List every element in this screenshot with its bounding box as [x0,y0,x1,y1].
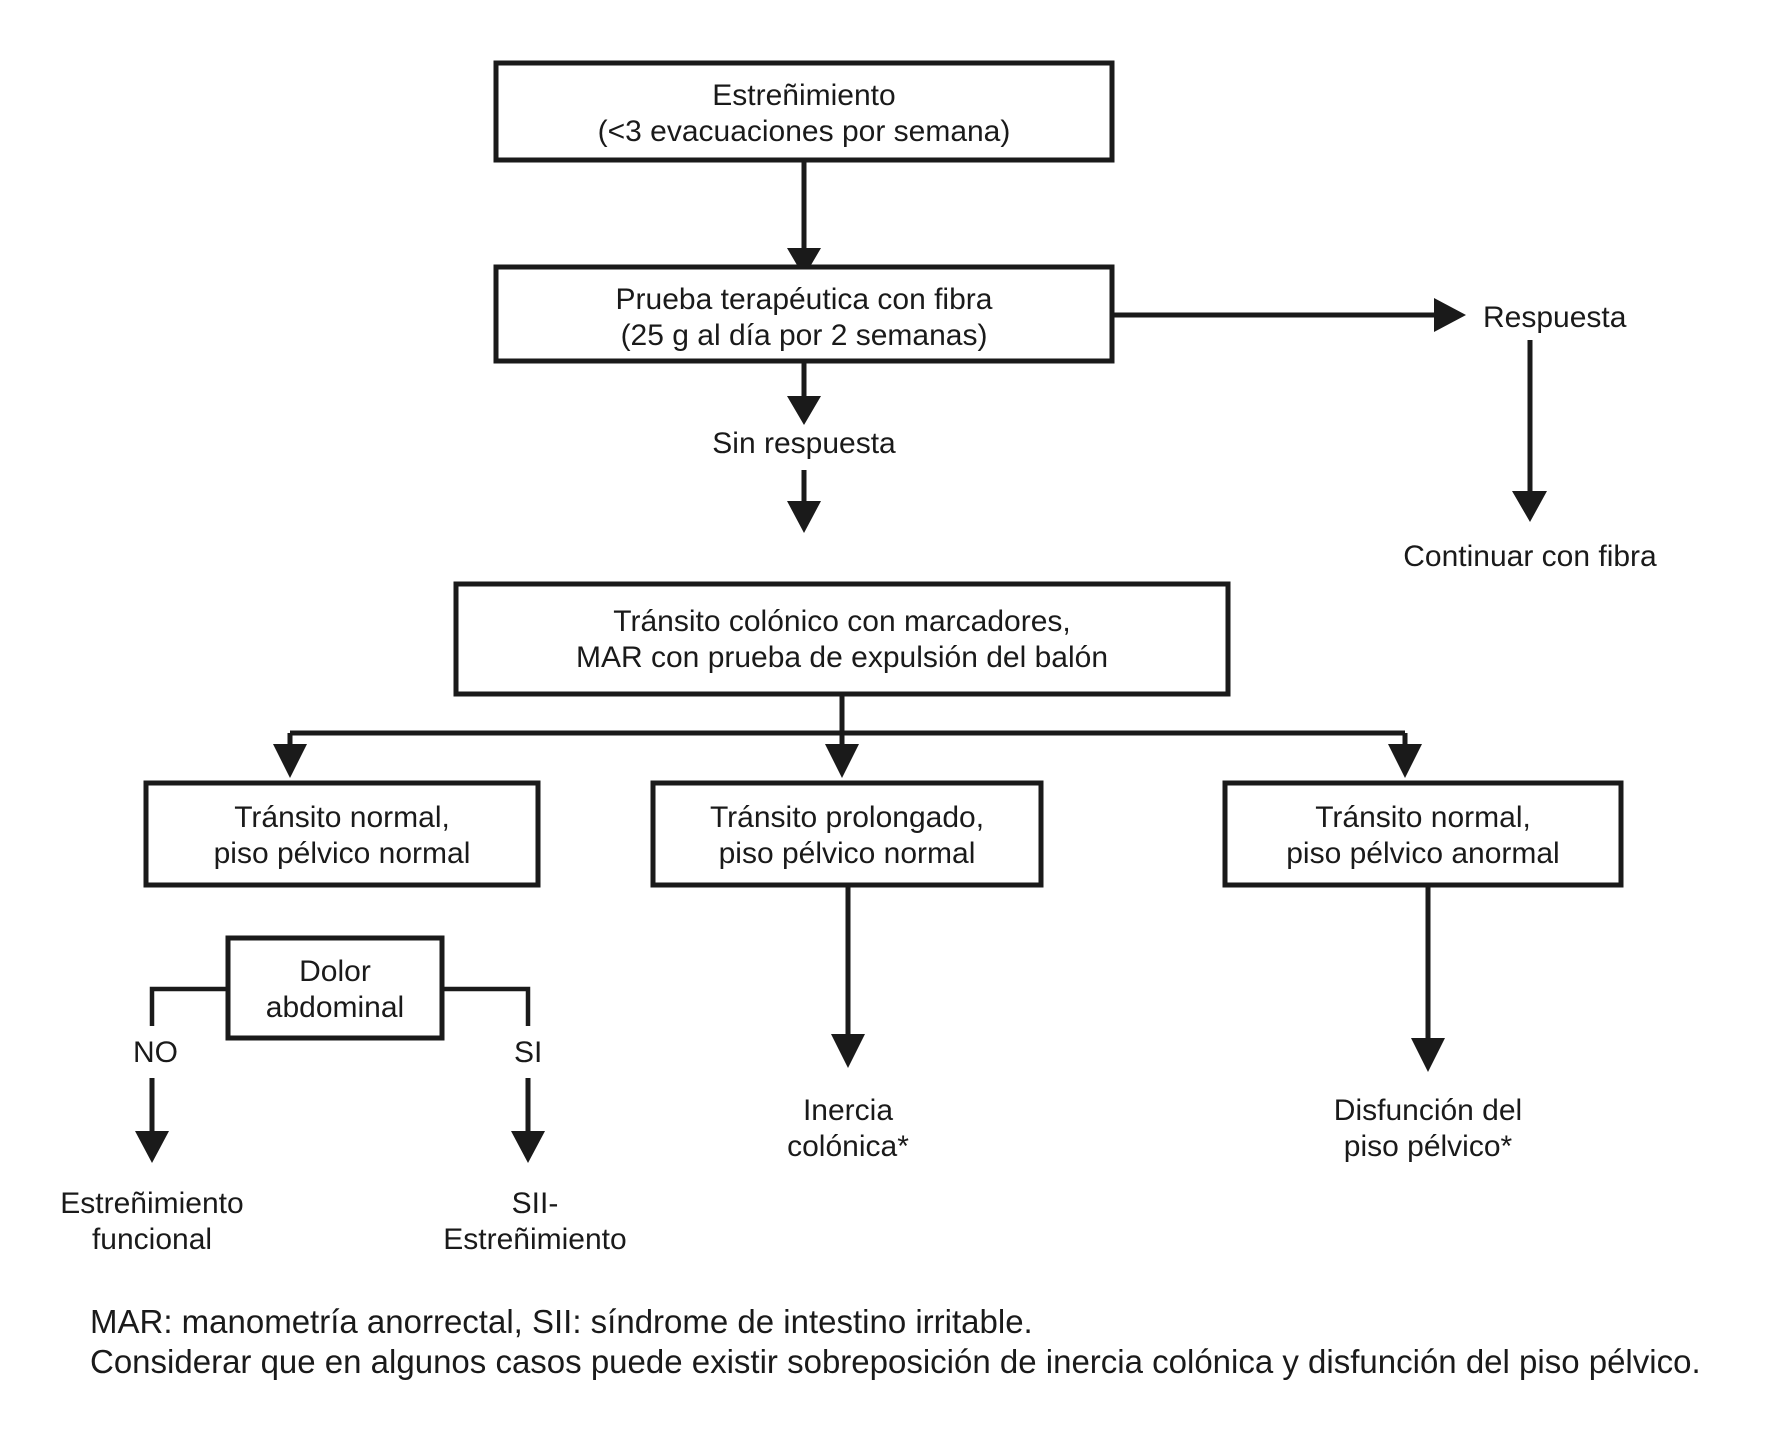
edge-pain-to-yes [442,986,531,1026]
node-branch-middle-line1: Tránsito prolongado, [710,801,984,834]
arrowhead-bus-middle [825,744,859,778]
node-branch-left-line2: piso pélvico normal [214,837,471,870]
node-abdominal-pain-line1: Dolor [299,955,371,988]
arrowhead-noresponse-to-transit [787,501,821,533]
node-branch-right-line2: piso pélvico anormal [1286,837,1559,870]
node-fiber-trial-line1: Prueba terapéutica con fibra [616,283,993,316]
node-start-box [493,60,1115,163]
node-abdominal-pain-line2: abdominal [266,991,404,1024]
node-transit-study-line2: MAR con prueba de expulsión del balón [576,641,1108,674]
edge-label-no-response: Sin respuesta [712,427,896,460]
outcome-inertia-line1: Inercia [803,1094,893,1127]
outcome-pelvic-line1: Disfunción del [1334,1094,1522,1127]
node-branch-left-line1: Tránsito normal, [234,801,450,834]
node-branch-right-box [1222,780,1624,888]
node-transit-study-line1: Tránsito colónico con marcadores, [613,605,1070,638]
arrowhead-middle-to-inertia [831,1034,865,1068]
node-fiber-trial-line2: (25 g al día por 2 semanas) [621,319,988,352]
arrowhead-bus-left [273,744,307,778]
node-branch-right-line1: Tránsito normal, [1315,801,1531,834]
arrowhead-start-to-fiber [787,248,821,277]
outcome-functional-line2: funcional [92,1223,212,1256]
arrowhead-response-to-continue [1512,491,1547,522]
node-branch-middle-line2: piso pélvico normal [719,837,976,870]
node-start-line2: (<3 evacuaciones por semana) [598,115,1011,148]
outcome-ibs-line1: SII- [512,1187,559,1220]
node-branch-middle-box [650,780,1044,888]
edge-label-pain-yes: SI [514,1036,542,1069]
outcome-continue-fiber: Continuar con fibra [1403,540,1657,573]
footnote-line-1: MAR: manometría anorrectal, SII: síndrom… [90,1303,1033,1340]
outcome-ibs-line2: Estreñimiento [443,1223,626,1256]
arrowhead-yes-to-ibs [511,1131,545,1163]
arrowhead-right-to-pelvic [1411,1038,1445,1072]
arrowhead-bus-right [1388,744,1422,778]
footnote-line-2: Considerar que en algunos casos puede ex… [90,1343,1701,1380]
outcome-pelvic-line2: piso pélvico* [1344,1130,1513,1163]
node-transit-study-box [453,581,1231,697]
node-abdominal-pain-box [225,935,445,1041]
node-branch-left-box [143,780,541,888]
node-start-line1: Estreñimiento [712,79,895,112]
edge-pain-to-no [149,986,228,1026]
edge-label-response: Respuesta [1483,301,1627,334]
outcome-functional-line1: Estreñimiento [60,1187,243,1220]
arrowhead-fiber-to-noresponse [787,396,821,425]
edge-label-pain-no: NO [133,1036,178,1069]
outcome-inertia-line2: colónica* [787,1130,909,1163]
arrowhead-fiber-to-response [1434,298,1466,332]
arrowhead-no-to-functional [135,1131,169,1163]
